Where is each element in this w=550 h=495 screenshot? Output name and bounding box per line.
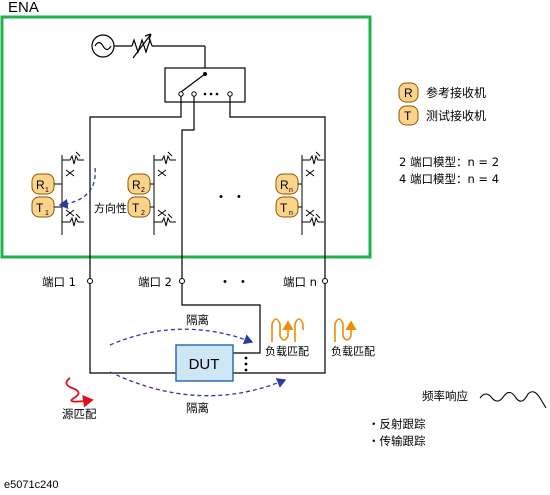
figure-id: e5071c240: [4, 479, 58, 491]
port-ellipsis: ・ ・: [218, 274, 250, 290]
port-2-label: 端口 2: [138, 275, 172, 289]
model-4port: 4 端口模型：n = 4: [399, 172, 499, 186]
receiver-t1: T 1: [31, 196, 55, 218]
ena-title: ENA: [8, 0, 39, 16]
source-match-label: 源匹配: [62, 407, 97, 421]
svg-text:2: 2: [141, 210, 145, 217]
directivity-arrow: [58, 167, 96, 210]
svg-text:n: n: [289, 210, 293, 217]
receiver-tn: T n: [275, 196, 299, 218]
receiver-r2: R 2: [127, 173, 151, 195]
load-match-icon-2: [334, 318, 357, 342]
load-match-icon-1: [271, 318, 304, 342]
port-wiring: [89, 96, 326, 374]
isolation-bottom-label: 隔离: [186, 401, 209, 415]
port-switch: [164, 67, 246, 103]
coupler-group-1: [61, 151, 84, 235]
svg-text:测试接收机: 测试接收机: [426, 108, 486, 123]
svg-text:DUT: DUT: [189, 356, 220, 373]
isolation-top-label: 隔离: [186, 313, 209, 327]
signal-source-icon: [91, 34, 115, 58]
attenuator-icon: [131, 33, 153, 59]
coupler-group-n: [301, 151, 324, 235]
svg-text:R: R: [404, 86, 413, 100]
dut-port-dots: [244, 356, 248, 372]
freq-response-label: 频率响应: [422, 389, 468, 403]
freq-response-wave: [479, 391, 547, 409]
isolation-bottom-arrow: [109, 371, 287, 397]
svg-text:R: R: [132, 178, 141, 192]
isolation-top-arrow: [109, 328, 254, 346]
receiver-t2: T 2: [127, 196, 151, 218]
coupler-group-2: [153, 151, 176, 235]
svg-text:参考接收机: 参考接收机: [426, 85, 486, 100]
dut-block: DUT: [175, 344, 234, 382]
svg-text:T: T: [404, 109, 412, 123]
svg-text:1: 1: [45, 187, 49, 194]
directivity-label: 方向性: [94, 201, 127, 215]
svg-text:R: R: [280, 178, 289, 192]
svg-text:T: T: [36, 201, 44, 215]
legend-ref: R 参考接收机: [398, 82, 486, 103]
source-match-icon: [65, 377, 94, 408]
svg-text:n: n: [289, 187, 293, 194]
load-match-label-2: 负载匹配: [331, 344, 375, 358]
model-2port: 2 端口模型：n = 2: [399, 155, 499, 169]
port-n-label: 端口 n: [283, 275, 317, 289]
receiver-rn: R n: [275, 173, 299, 195]
svg-text:T: T: [280, 201, 288, 215]
reflection-tracking: ・反射跟踪: [368, 417, 426, 431]
load-match-label-1: 负载匹配: [265, 344, 309, 358]
receiver-ellipsis: ・ ・: [214, 189, 246, 205]
svg-text:R: R: [36, 178, 45, 192]
receiver-r1: R 1: [31, 173, 55, 195]
svg-text:2: 2: [141, 187, 145, 194]
ena-frame: [0, 15, 372, 259]
svg-text:T: T: [132, 201, 140, 215]
transmission-tracking: ・传输跟踪: [368, 434, 426, 448]
legend-test: T 测试接收机: [398, 105, 486, 126]
svg-text:1: 1: [45, 210, 49, 217]
port-1-label: 端口 1: [42, 275, 76, 289]
